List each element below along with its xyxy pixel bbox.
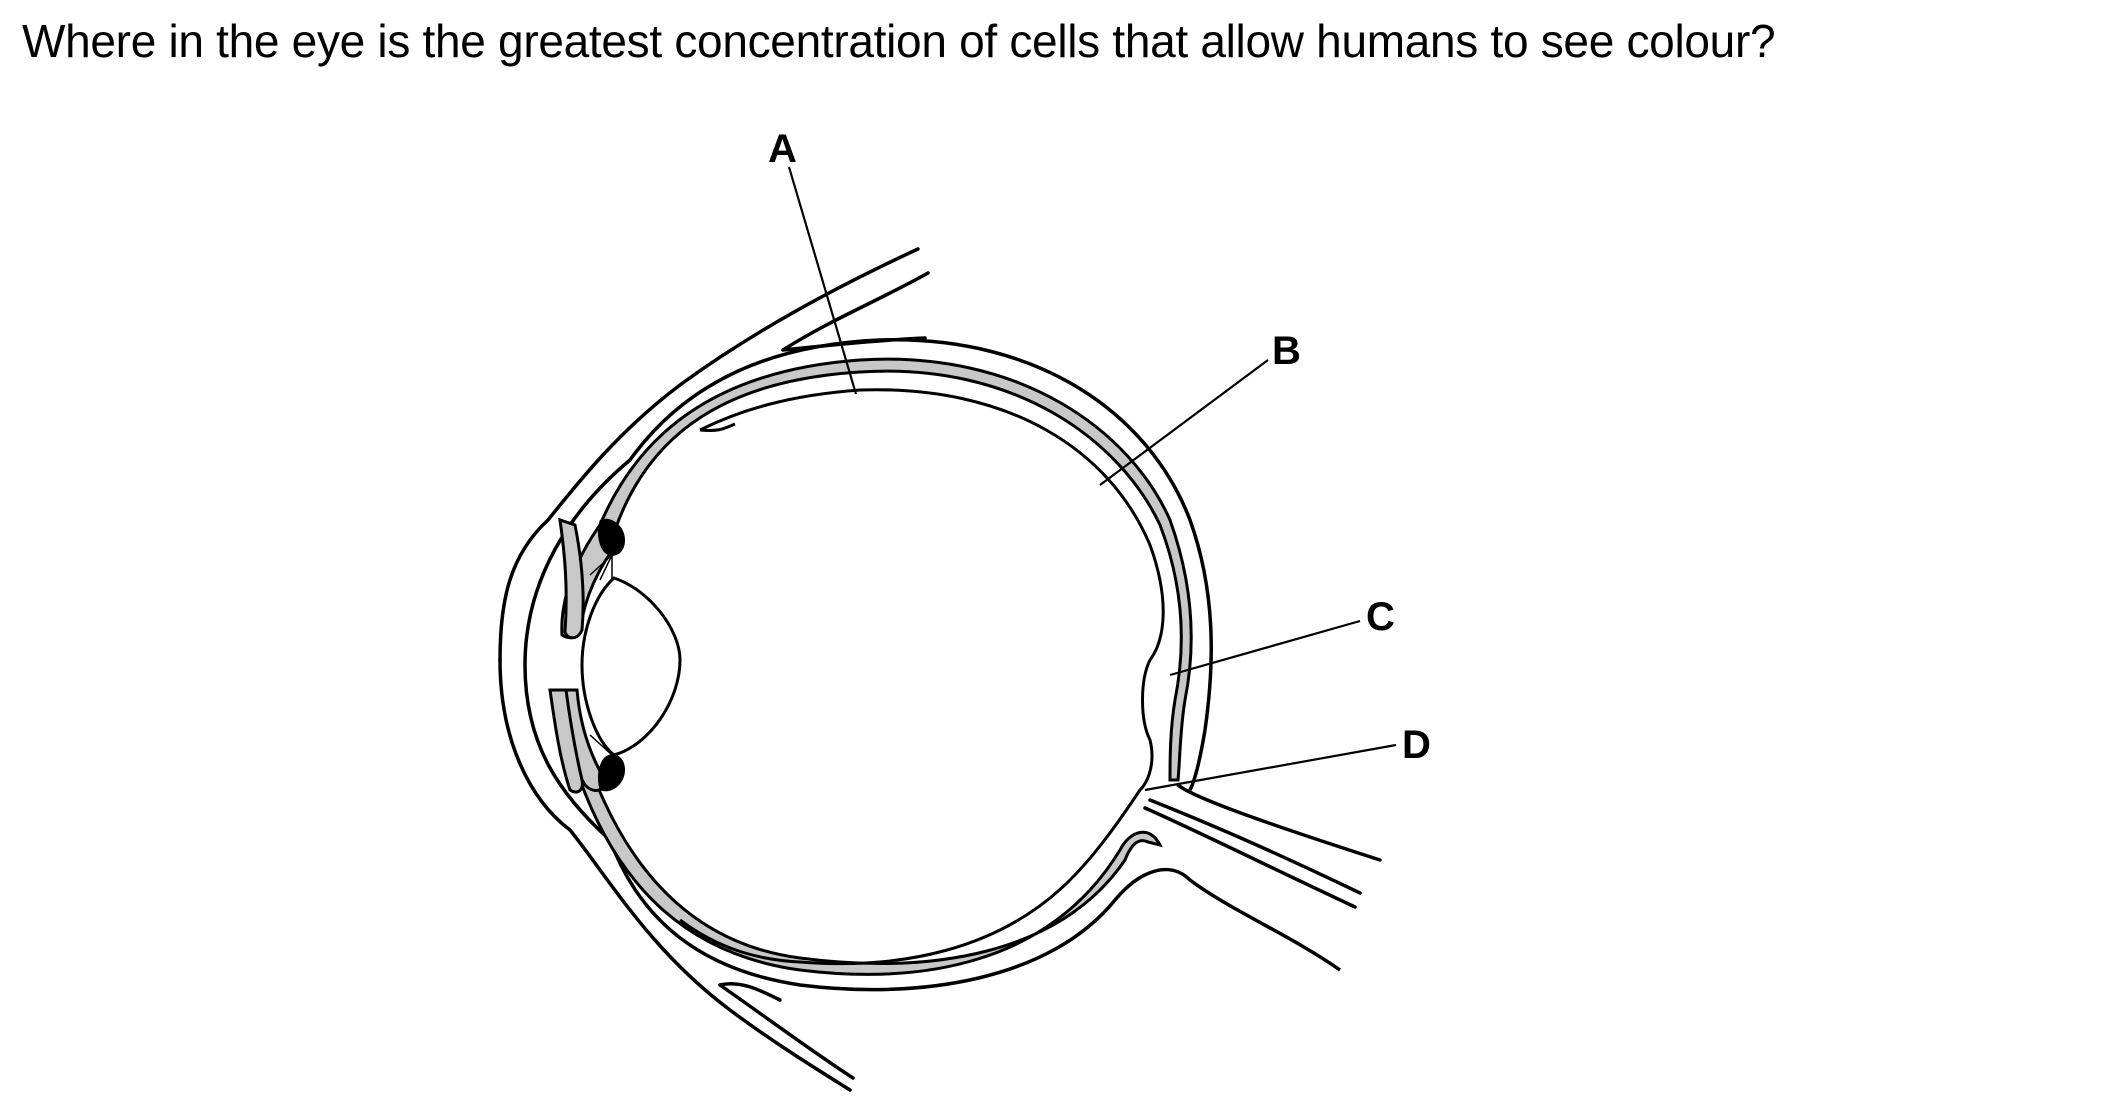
retina-lower [679, 789, 1142, 966]
label-a: A [768, 127, 797, 171]
label-b: B [1272, 329, 1301, 373]
leader-line-c [1169, 619, 1361, 677]
ora-serrata-upper [699, 422, 736, 432]
sclera-outer [628, 338, 1213, 791]
suspensory-ligament-attachments [589, 518, 625, 792]
iris [548, 517, 585, 794]
label-d: D [1402, 723, 1431, 767]
choroid-layer [597, 357, 1193, 782]
lens [580, 576, 682, 757]
label-leader-lines [787, 166, 1397, 792]
choroid-layer-lower [577, 778, 1163, 976]
leader-line-b [1099, 359, 1269, 486]
optic-nerve [1143, 783, 1382, 909]
cornea [523, 458, 632, 842]
retina [699, 388, 1165, 792]
leader-line-d [1144, 743, 1397, 792]
leader-line-a [787, 166, 858, 395]
question-text: Where in the eye is the greatest concent… [22, 15, 1776, 67]
lower-eyelid [498, 658, 855, 1092]
sclera-outer-lower [608, 839, 1342, 992]
label-c: C [1366, 595, 1395, 639]
